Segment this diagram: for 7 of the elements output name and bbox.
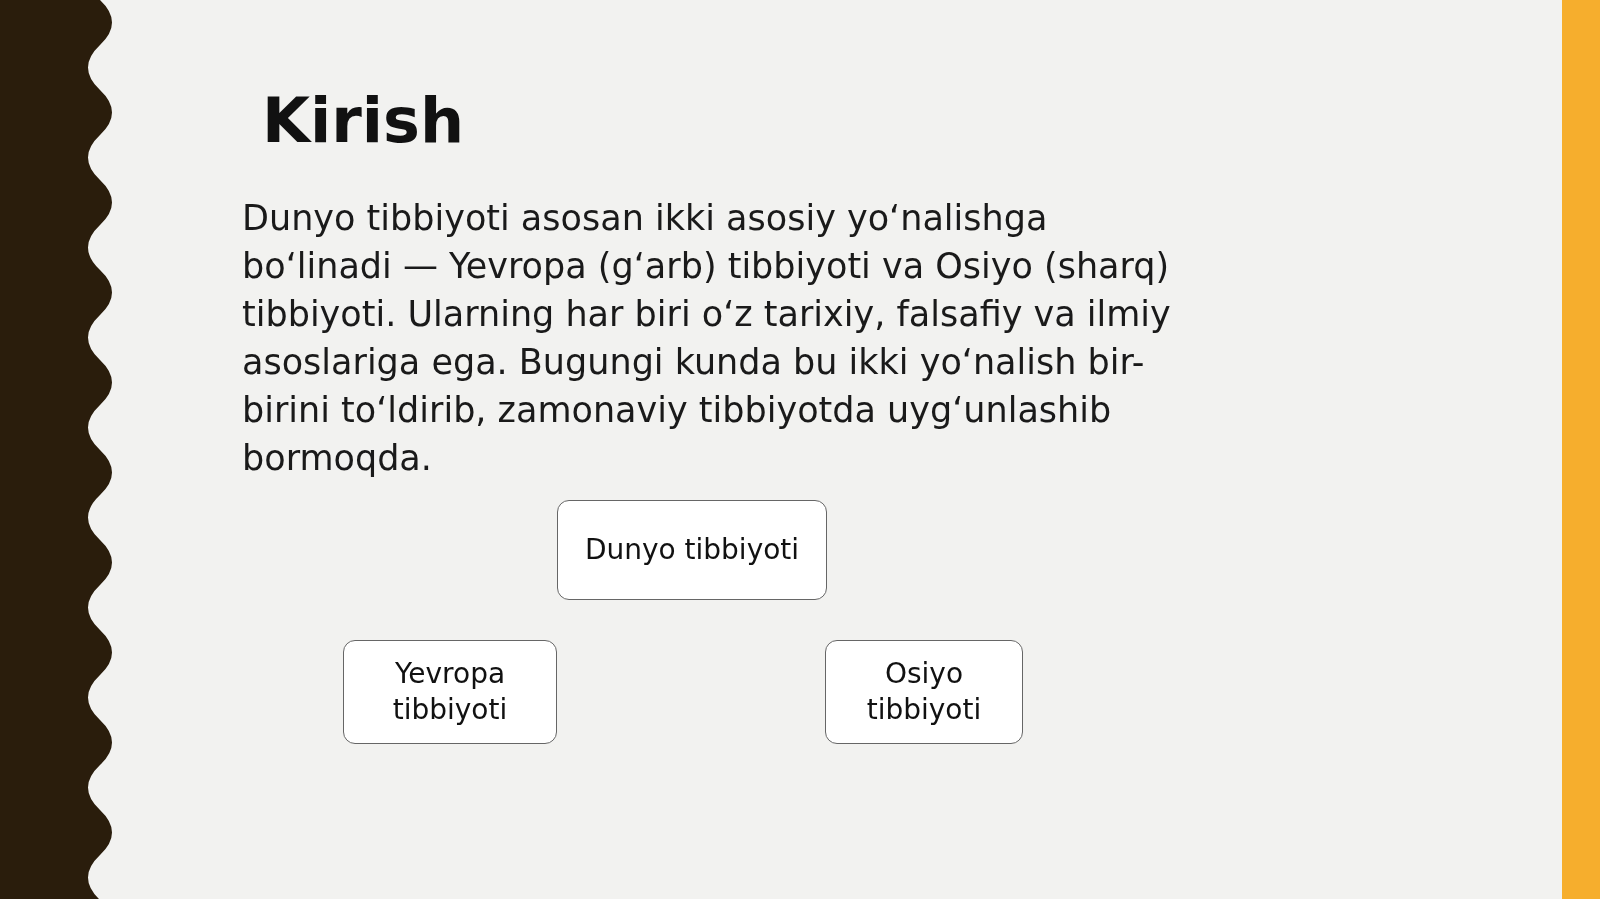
side-bar xyxy=(1562,0,1600,899)
rounded-box: Osiyo tibbiyoti xyxy=(825,640,1023,744)
slide-title: Kirish xyxy=(262,84,465,157)
rounded-box: Yevropa tibbiyoti xyxy=(343,640,557,744)
rounded-box: Dunyo tibbiyoti xyxy=(557,500,827,600)
paragraph-text: Dunyo tibbiyoti asosan ikki asosiy yo‘nalishga bo‘linadi — Yevropa (g‘arb) tibbiyoti va Osiyo (sharq) tibbiyoti. Ularning har biri o‘z tarixiy, falsafiy va ilmiy asoslariga ega. Bugungi kunda bu ikki yo‘nalish bir-birini to‘ldirib, zamonaviy tibbiyotda uyg‘unlashib bormoqda. xyxy=(242,197,1172,480)
wavy-side-band xyxy=(0,0,113,899)
